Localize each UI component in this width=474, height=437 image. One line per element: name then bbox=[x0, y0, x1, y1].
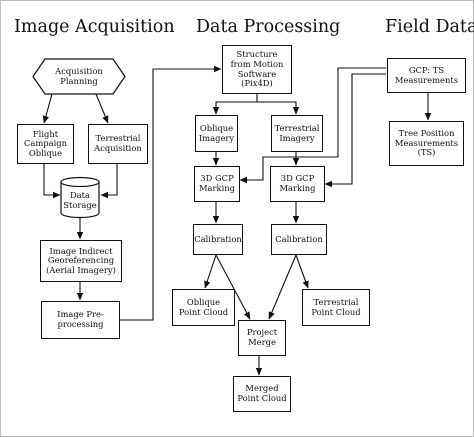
gcp-marking-left-box: 3D GCP Marking bbox=[194, 166, 240, 202]
oblique-imagery-box: Oblique Imagery bbox=[195, 115, 238, 152]
sfm-software-label: Structure from Motion Software (Pix4D) bbox=[230, 49, 284, 89]
arrow-gcp-ts-to-marking-left bbox=[239, 67, 386, 184]
terrestrial-acquisition-box: Terrestrial Acquisition bbox=[88, 124, 148, 164]
arrow-calibration-left-to-oblique-cloud bbox=[204, 254, 217, 289]
gcp-marking-right-label: 3D GCP Marking bbox=[279, 173, 316, 193]
merged-point-cloud-box: Merged Point Cloud bbox=[233, 376, 291, 412]
arrow-preprocessing-to-sfm bbox=[120, 65, 222, 321]
calibration-right-label: Calibration bbox=[275, 233, 323, 244]
tree-position-measurements-box: Tree Position Measurements (TS) bbox=[389, 121, 464, 166]
calibration-left-label: Calibration bbox=[194, 233, 242, 244]
sfm-software-box: Structure from Motion Software (Pix4D) bbox=[222, 45, 292, 94]
project-merge-box: Project Merge bbox=[238, 320, 286, 356]
terrestrial-point-cloud-box: Terrestrial Point Cloud bbox=[302, 289, 370, 326]
arrow-calibration-left-to-merge bbox=[215, 254, 251, 320]
data-storage-label: Data Storage bbox=[63, 190, 97, 210]
oblique-point-cloud-label: Oblique Point Cloud bbox=[178, 296, 229, 317]
image-preprocessing-box: Image Pre- processing bbox=[41, 301, 120, 339]
heading-image-acquisition: Image Acquisition bbox=[14, 17, 175, 37]
terrestrial-point-cloud-label: Terrestrial Point Cloud bbox=[311, 296, 361, 317]
arrow-flight-to-storage bbox=[43, 163, 61, 199]
terrestrial-imagery-box: Terrestrial Imagery bbox=[271, 115, 323, 152]
gcp-ts-measurements-label: GCP: TS Measurements bbox=[394, 64, 459, 85]
arrow-planning-to-flight bbox=[42, 93, 53, 124]
heading-data-processing: Data Processing bbox=[196, 17, 341, 37]
gcp-marking-right-box: 3D GCP Marking bbox=[270, 166, 325, 202]
flight-campaign-oblique-label: Flight Campaign Oblique bbox=[23, 128, 68, 158]
arrow-terrestrial-to-storage bbox=[100, 163, 118, 199]
calibration-left-box: Calibration bbox=[193, 224, 243, 255]
gcp-marking-left-label: 3D GCP Marking bbox=[198, 173, 236, 193]
image-georeferencing-label: Image Indirect Georeferencing (Aerial Im… bbox=[46, 245, 116, 275]
arrow-calibration-right-to-merge bbox=[268, 254, 297, 320]
terrestrial-imagery-label: Terrestrial Imagery bbox=[274, 122, 320, 143]
project-merge-label: Project Merge bbox=[246, 327, 278, 347]
terrestrial-acquisition-label: Terrestrial Acquisition bbox=[94, 133, 142, 153]
flight-campaign-oblique-box: Flight Campaign Oblique bbox=[17, 124, 74, 164]
calibration-right-box: Calibration bbox=[271, 224, 327, 255]
image-georeferencing-box: Image Indirect Georeferencing (Aerial Im… bbox=[40, 240, 122, 282]
merged-point-cloud-label: Merged Point Cloud bbox=[237, 383, 287, 403]
arrow-calibration-right-to-terrestrial-cloud bbox=[295, 254, 309, 289]
oblique-point-cloud-box: Oblique Point Cloud bbox=[172, 289, 235, 326]
tree-position-measurements-label: Tree Position Measurements (TS) bbox=[394, 128, 459, 158]
image-preprocessing-label: Image Pre- processing bbox=[57, 309, 104, 329]
arrow-sfm-to-terrestrial bbox=[257, 101, 300, 115]
arrow-planning-to-terrestrial bbox=[95, 93, 109, 124]
arrow-gcp-ts-to-marking-right bbox=[324, 73, 386, 188]
arrow-sfm-to-oblique bbox=[212, 94, 258, 115]
oblique-imagery-label: Oblique Imagery bbox=[198, 122, 235, 143]
acquisition-planning-label: Acquisition Planning bbox=[55, 65, 103, 86]
data-storage-cylinder bbox=[60, 176, 100, 219]
heading-field-data: Field Data bbox=[385, 17, 474, 37]
acquisition-planning-hexagon bbox=[32, 58, 126, 95]
gcp-ts-measurements-box: GCP: TS Measurements bbox=[387, 58, 466, 93]
